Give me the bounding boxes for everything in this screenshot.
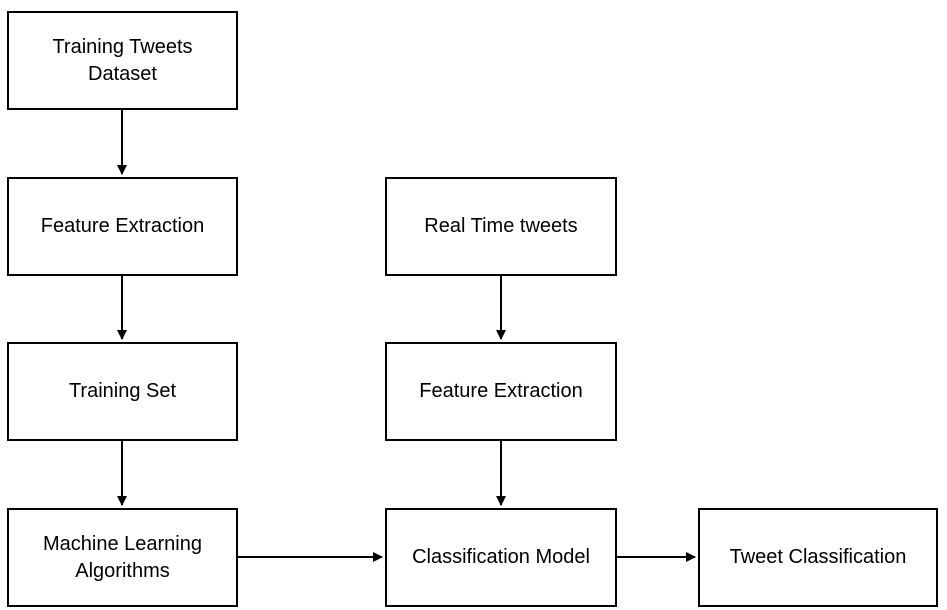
node-tweet-classification: Tweet Classification — [698, 508, 938, 607]
node-feature-extraction-left: Feature Extraction — [7, 177, 238, 276]
node-training-set: Training Set — [7, 342, 238, 441]
node-label: Machine Learning Algorithms — [43, 532, 202, 582]
node-label: Training Tweets Dataset — [52, 35, 193, 85]
node-label: Training Set — [68, 380, 177, 402]
node-real-time-tweets: Real Time tweets — [385, 177, 617, 276]
node-training-tweets-dataset: Training Tweets Dataset — [7, 11, 238, 110]
node-feature-extraction-right: Feature Extraction — [385, 342, 617, 441]
node-label: Tweet Classification — [729, 546, 907, 568]
node-label: Feature Extraction — [419, 380, 583, 402]
node-label: Feature Extraction — [40, 215, 205, 237]
node-label: Real Time tweets — [424, 215, 578, 237]
node-classification-model: Classification Model — [385, 508, 617, 607]
node-machine-learning-algorithms: Machine Learning Algorithms — [7, 508, 238, 607]
node-label: Classification Model — [412, 546, 590, 568]
